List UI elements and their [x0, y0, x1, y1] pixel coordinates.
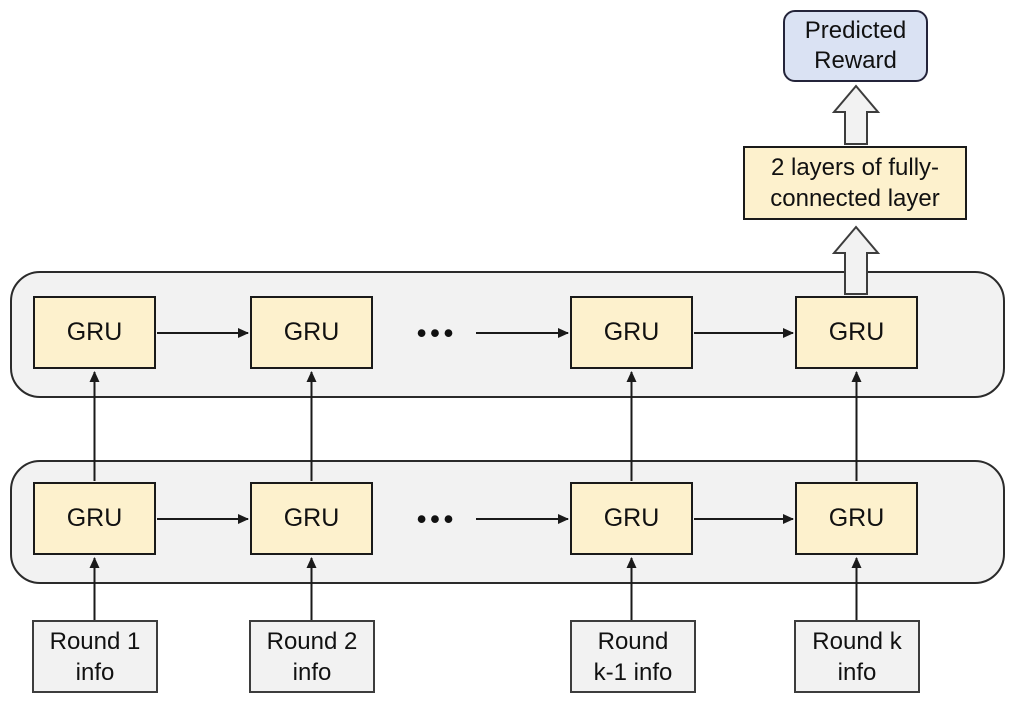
fully-connected-node: 2 layers of fully- connected layer	[743, 146, 967, 220]
input-node-round-1: Round 1 info	[32, 620, 158, 693]
gru-label: GRU	[66, 504, 123, 532]
input-line2: info	[292, 658, 332, 686]
predicted-reward-line2: Reward	[814, 47, 897, 74]
input-line1: Round k	[812, 627, 902, 655]
fc-line2: connected layer	[770, 185, 940, 212]
gru-label: GRU	[603, 504, 660, 532]
ellipsis-bottom: •••	[416, 504, 458, 534]
input-node-round-k-1: Round k-1 info	[570, 620, 696, 693]
fc-line1: 2 layers of fully-	[770, 154, 940, 181]
input-line1: Round 1	[49, 627, 141, 655]
ellipsis-top: •••	[416, 318, 458, 348]
gru-node-row1-col2: GRU	[250, 296, 373, 369]
predicted-reward-node: Predicted Reward	[783, 10, 928, 82]
gru-node-row1-col3: GRU	[570, 296, 693, 369]
gru-node-row1-col1: GRU	[33, 296, 156, 369]
predicted-reward-line1: Predicted	[804, 17, 907, 44]
gru-label: GRU	[603, 318, 660, 346]
gru-node-row2-col1: GRU	[33, 482, 156, 555]
gru-node-row2-col4: GRU	[795, 482, 918, 555]
input-line1: Round	[597, 627, 669, 655]
gru-label: GRU	[66, 318, 123, 346]
gru-node-row2-col3: GRU	[570, 482, 693, 555]
block-arrow-fc-to-reward-icon	[831, 84, 881, 145]
gru-label: GRU	[283, 318, 340, 346]
gru-node-row2-col2: GRU	[250, 482, 373, 555]
input-line2: info	[75, 658, 115, 686]
gru-node-row1-col4: GRU	[795, 296, 918, 369]
input-line2: info	[837, 658, 877, 686]
gru-label: GRU	[283, 504, 340, 532]
block-arrow-gru-to-fc-icon	[831, 225, 881, 295]
input-node-round-k: Round k info	[794, 620, 920, 693]
gru-label: GRU	[828, 504, 885, 532]
input-line1: Round 2	[266, 627, 358, 655]
input-line2: k-1 info	[593, 658, 673, 686]
gru-label: GRU	[828, 318, 885, 346]
input-node-round-2: Round 2 info	[249, 620, 375, 693]
